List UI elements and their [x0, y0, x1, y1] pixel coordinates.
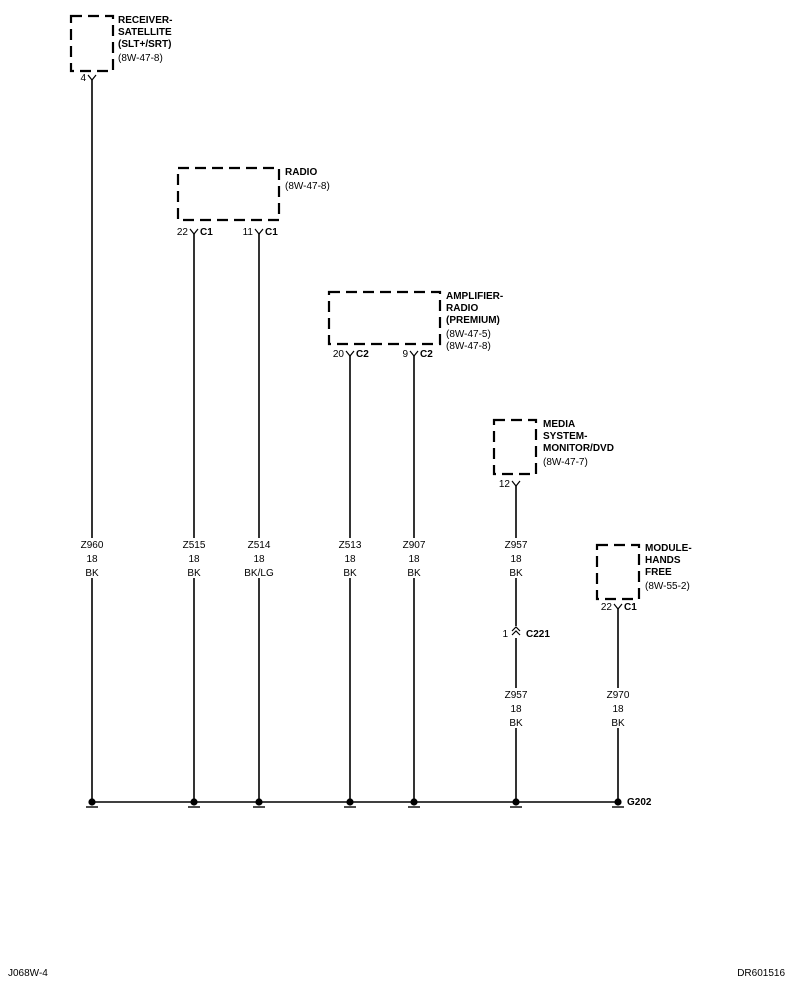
amplifier-ref-1: (8W-47-8) — [446, 341, 491, 352]
handsfree-connector-label: C1 — [624, 602, 637, 613]
wire-circuit-7: Z970 — [607, 690, 630, 701]
amplifier-box — [327, 290, 442, 346]
wire-circuit-5: Z957 — [505, 540, 528, 551]
wire-color-5: BK — [509, 568, 523, 579]
receiver-box — [69, 14, 115, 73]
radio-box — [176, 166, 281, 222]
media-name-line-2: MONITOR/DVD — [543, 443, 614, 454]
handsfree-name-line-2: FREE — [645, 567, 672, 578]
receiver-pin-symbol — [87, 74, 97, 81]
radio-connector-label: C1 — [200, 227, 213, 238]
amplifier-name-line-2: (PREMIUM) — [446, 315, 500, 326]
amplifier-name-line-0: AMPLIFIER- — [446, 291, 503, 302]
handsfree-ref-0: (8W-55-2) — [645, 581, 690, 592]
handsfree-name-line-1: HANDS — [645, 555, 681, 566]
radio-ref-0: (8W-47-8) — [285, 181, 330, 192]
wire-gauge-7: 18 — [612, 704, 624, 715]
wire-label-background — [334, 538, 366, 578]
inline-connector-symbol-top — [511, 626, 521, 632]
inline-connector-gap — [510, 626, 522, 638]
amplifier-pin-symbol — [345, 350, 355, 357]
radio-pin-symbol — [189, 228, 199, 235]
wire-color-4: BK — [407, 568, 421, 579]
amplifier-connector-label: C2 — [420, 349, 433, 360]
wire-circuit-4: Z907 — [403, 540, 426, 551]
handsfree-name-line-0: MODULE- — [645, 543, 692, 554]
wire-circuit-6: Z957 — [505, 690, 528, 701]
radio-pin-number: 11 — [243, 227, 254, 238]
component-radio: RADIO (8W-47-8) 22 C1 11 C1 — [176, 166, 330, 238]
handsfree-pin-number: 22 — [601, 602, 613, 613]
wire-color-2: BK/LG — [244, 568, 274, 579]
handsfree-pin-symbol — [613, 603, 623, 610]
wire-gauge-6: 18 — [510, 704, 522, 715]
ground-name: G202 — [627, 797, 652, 808]
receiver-pin-number: 4 — [80, 73, 86, 84]
amplifier-pin-number: 9 — [402, 349, 408, 360]
wire-gauge-0: 18 — [86, 554, 98, 565]
wire-color-6: BK — [509, 718, 523, 729]
wire-gauge-1: 18 — [188, 554, 200, 565]
wire-gauge-4: 18 — [408, 554, 420, 565]
wire-gauge-3: 18 — [344, 554, 356, 565]
wire-label-background — [243, 538, 275, 578]
amplifier-pin-symbol — [409, 350, 419, 357]
wire-color-7: BK — [611, 718, 625, 729]
receiver-ref-0: (8W-47-8) — [118, 53, 163, 64]
wire-color-1: BK — [187, 568, 201, 579]
wire-gauge-5: 18 — [510, 554, 522, 565]
inline-connector-name: C221 — [526, 629, 550, 640]
media-pin-number: 12 — [499, 479, 511, 490]
wire-label-background — [76, 538, 108, 578]
wire-color-3: BK — [343, 568, 357, 579]
handsfree-box — [595, 543, 641, 601]
amplifier-pin-number: 20 — [333, 349, 345, 360]
wire-label-background — [398, 538, 430, 578]
diagram-code: J068W-4 — [8, 968, 48, 979]
wire-circuit-3: Z513 — [339, 540, 362, 551]
media-ref-0: (8W-47-7) — [543, 457, 588, 468]
amplifier-ref-0: (8W-47-5) — [446, 329, 491, 340]
wire-gauge-2: 18 — [253, 554, 265, 565]
wire-circuit-0: Z960 — [81, 540, 104, 551]
receiver-name-line-2: (SLT+/SRT) — [118, 39, 171, 50]
drawing-number: DR601516 — [737, 968, 785, 979]
component-receiver: RECEIVER-SATELLITE(SLT+/SRT) (8W-47-8) 4 — [69, 14, 172, 84]
media-name-line-0: MEDIA — [543, 419, 575, 430]
receiver-name-line-1: SATELLITE — [118, 27, 172, 38]
media-pin-symbol — [511, 480, 521, 487]
radio-pin-symbol — [254, 228, 264, 235]
wire-color-0: BK — [85, 568, 99, 579]
inline-connector-symbol-bottom — [511, 630, 521, 636]
media-name-line-1: SYSTEM- — [543, 431, 587, 442]
radio-pin-number: 22 — [177, 227, 189, 238]
amplifier-connector-label: C2 — [356, 349, 369, 360]
wire-label-background — [500, 538, 532, 578]
wire-label-background — [178, 538, 210, 578]
receiver-name-line-0: RECEIVER- — [118, 15, 172, 26]
radio-connector-label: C1 — [265, 227, 278, 238]
wire-circuit-2: Z514 — [248, 540, 271, 551]
wire-circuit-1: Z515 — [183, 540, 206, 551]
inline-connector-pin: 1 — [502, 629, 508, 640]
component-amplifier: AMPLIFIER-RADIO(PREMIUM) (8W-47-5)(8W-47-… — [327, 290, 503, 360]
wire-label-background — [602, 688, 634, 728]
amplifier-name-line-1: RADIO — [446, 303, 478, 314]
media-box — [492, 418, 538, 476]
wire-label-background — [500, 688, 532, 728]
radio-name-line-0: RADIO — [285, 167, 317, 178]
